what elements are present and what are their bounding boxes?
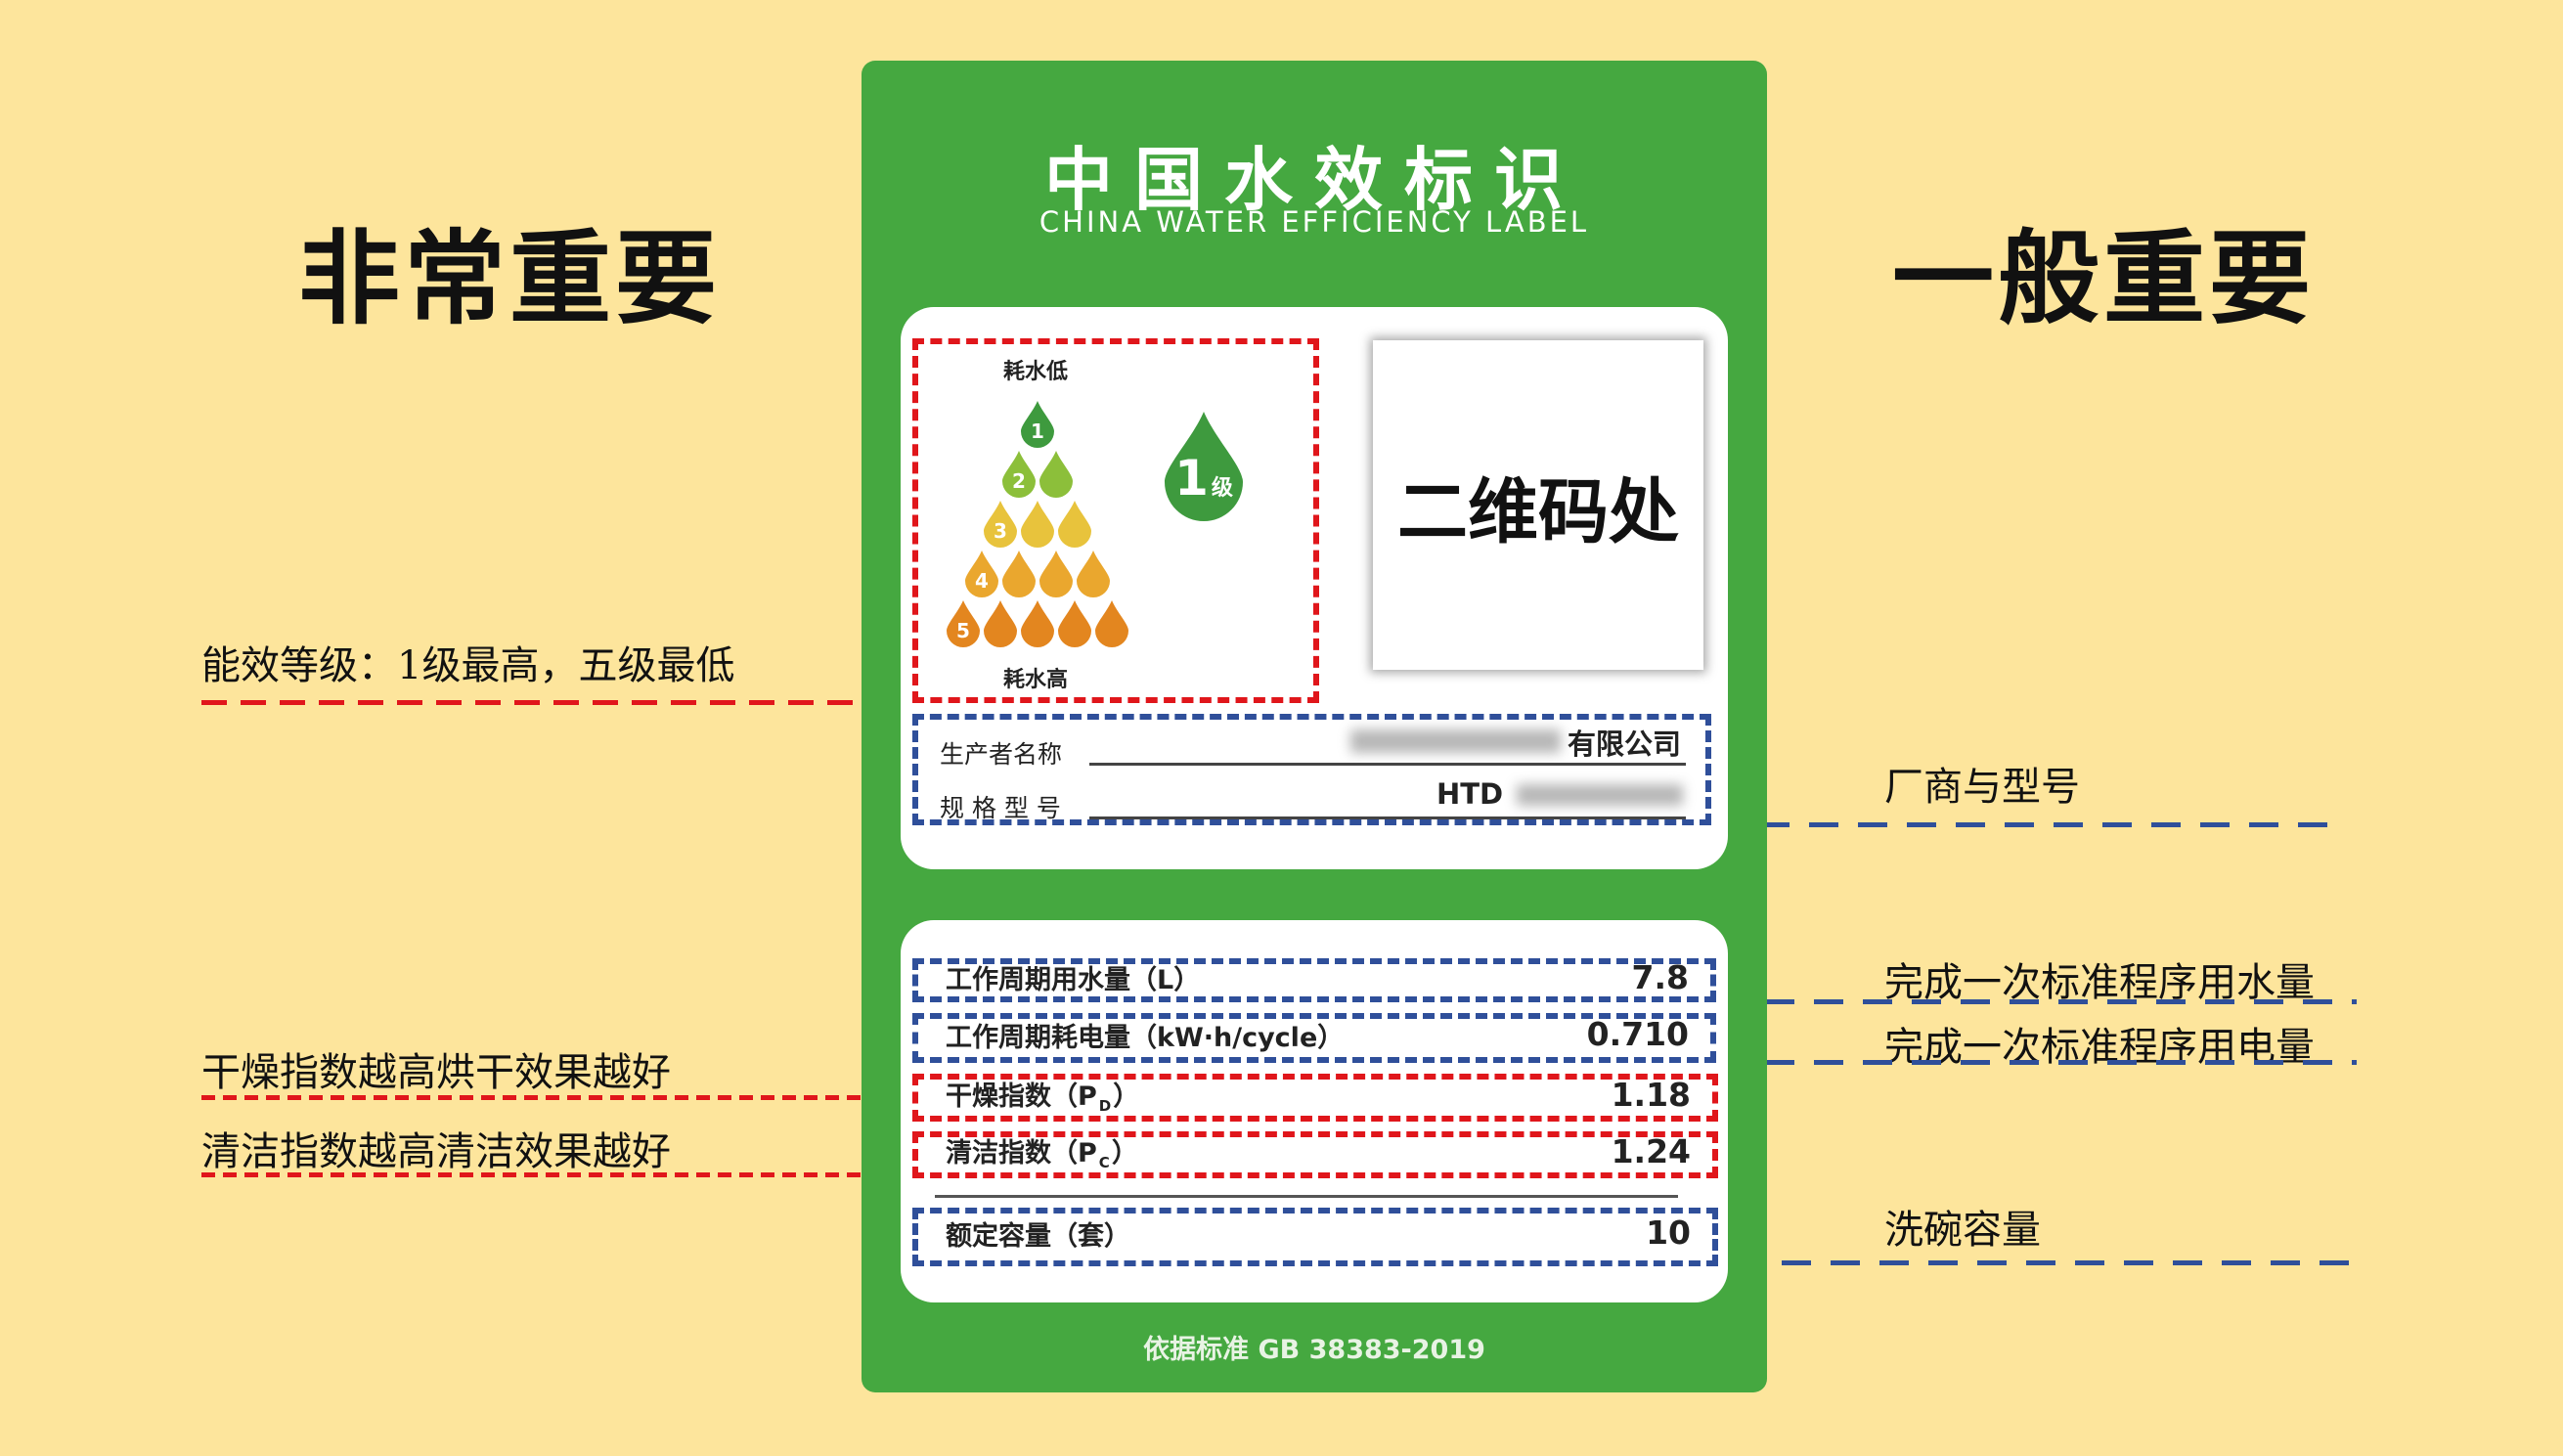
maker-highlight-box xyxy=(912,714,1711,825)
model-redacted xyxy=(1517,784,1683,806)
qr-placeholder-text: 二维码处 xyxy=(1396,470,1679,552)
grade-droplet xyxy=(1077,551,1110,597)
power-use-value: 0.710 xyxy=(1586,1015,1689,1054)
water-use-row: 工作周期用水量（L） 7.8 xyxy=(912,958,1716,1002)
grade-droplet xyxy=(965,551,998,597)
capacity-leader-line xyxy=(1733,1260,2349,1265)
water-annotation: 完成一次标准程序用水量 xyxy=(1884,960,2315,1005)
maker-name-redacted xyxy=(1350,729,1561,753)
water-use-value: 7.8 xyxy=(1631,957,1689,996)
capacity-annotation: 洗碗容量 xyxy=(1884,1208,2041,1253)
water-leader-line xyxy=(1716,999,2357,1004)
model-label: 规 格 型 号 xyxy=(940,794,1061,822)
power-use-label: 工作周期耗电量（kW·h/cycle） xyxy=(946,1022,1345,1053)
water-efficiency-label: 中国水效标识 CHINA WATER EFFICIENCY LABEL 耗水低 … xyxy=(862,61,1767,1392)
grade-droplet xyxy=(947,600,980,647)
current-grade-droplet xyxy=(1165,412,1243,521)
capacity-label: 额定容量（套） xyxy=(946,1221,1130,1253)
maker-value: 有限公司 xyxy=(1568,728,1682,761)
standard-reference: 依据标准 GB 38383-2019 xyxy=(1143,1335,1485,1365)
grade-droplet xyxy=(1058,600,1091,647)
bottom-panel xyxy=(901,920,1728,1302)
cleaning-leader-line xyxy=(201,1172,915,1177)
row-separator xyxy=(935,1195,1678,1198)
grade-droplet-number: 1 xyxy=(1031,419,1044,443)
grade-droplet xyxy=(1021,501,1054,548)
grade-droplet xyxy=(1039,451,1073,498)
cleaning-index-value: 1.24 xyxy=(1611,1131,1691,1170)
maker-leader-line xyxy=(1711,822,2347,827)
drying-index-value: 1.18 xyxy=(1611,1075,1691,1114)
capacity-row: 额定容量（套） 10 xyxy=(912,1208,1718,1266)
water-use-label: 工作周期用水量（L） xyxy=(946,964,1201,995)
model-value: HTD xyxy=(1436,777,1504,811)
cleaning-annotation: 清洁指数越高清洁效果越好 xyxy=(201,1129,671,1174)
grade-droplet xyxy=(984,600,1017,647)
grade-droplet-number: 3 xyxy=(994,519,1007,543)
power-leader-line xyxy=(1716,1060,2357,1065)
grade-leader-line xyxy=(201,700,915,705)
grade-droplet xyxy=(984,501,1017,548)
grade-annotation: 能效等级：1级最高，五级最低 xyxy=(201,643,735,688)
grade-droplet xyxy=(1058,501,1091,548)
power-use-row: 工作周期耗电量（kW·h/cycle） 0.710 xyxy=(912,1013,1716,1063)
grade-droplet-number: 2 xyxy=(1012,469,1026,493)
model-underline xyxy=(1089,816,1686,819)
grade-droplet xyxy=(1095,600,1128,647)
grade-droplet-number: 5 xyxy=(956,619,970,642)
maker-annotation: 厂商与型号 xyxy=(1884,765,2080,810)
qr-code-placeholder: 二维码处 xyxy=(1373,340,1703,670)
very-important-heading: 非常重要 xyxy=(298,218,722,338)
grade-highlight-box xyxy=(912,338,1319,703)
label-title-cn: 中国水效标识 xyxy=(1044,140,1584,220)
grade-droplet-number: 4 xyxy=(975,569,989,593)
grade-droplet xyxy=(1002,551,1036,597)
scale-bottom-label: 耗水高 xyxy=(1003,668,1069,692)
grade-number: 1 xyxy=(1174,450,1209,507)
grade-droplet xyxy=(1021,401,1054,448)
grade-droplet xyxy=(1002,451,1036,498)
drying-annotation: 干燥指数越高烘干效果越好 xyxy=(201,1050,671,1095)
maker-underline xyxy=(1089,763,1686,766)
grade-droplet xyxy=(1039,551,1073,597)
scale-top-label: 耗水低 xyxy=(1003,360,1069,384)
maker-label: 生产者名称 xyxy=(940,740,1063,769)
generally-important-heading: 一般重要 xyxy=(1892,218,2316,338)
capacity-value: 10 xyxy=(1646,1213,1691,1253)
label-title-en: CHINA WATER EFFICIENCY LABEL xyxy=(1038,205,1590,239)
grade-droplet-pyramid: 1 2 3 4 5 xyxy=(947,401,1243,647)
drying-leader-line xyxy=(201,1095,915,1100)
grade-unit: 级 xyxy=(1211,476,1233,501)
grade-droplet xyxy=(1021,600,1054,647)
